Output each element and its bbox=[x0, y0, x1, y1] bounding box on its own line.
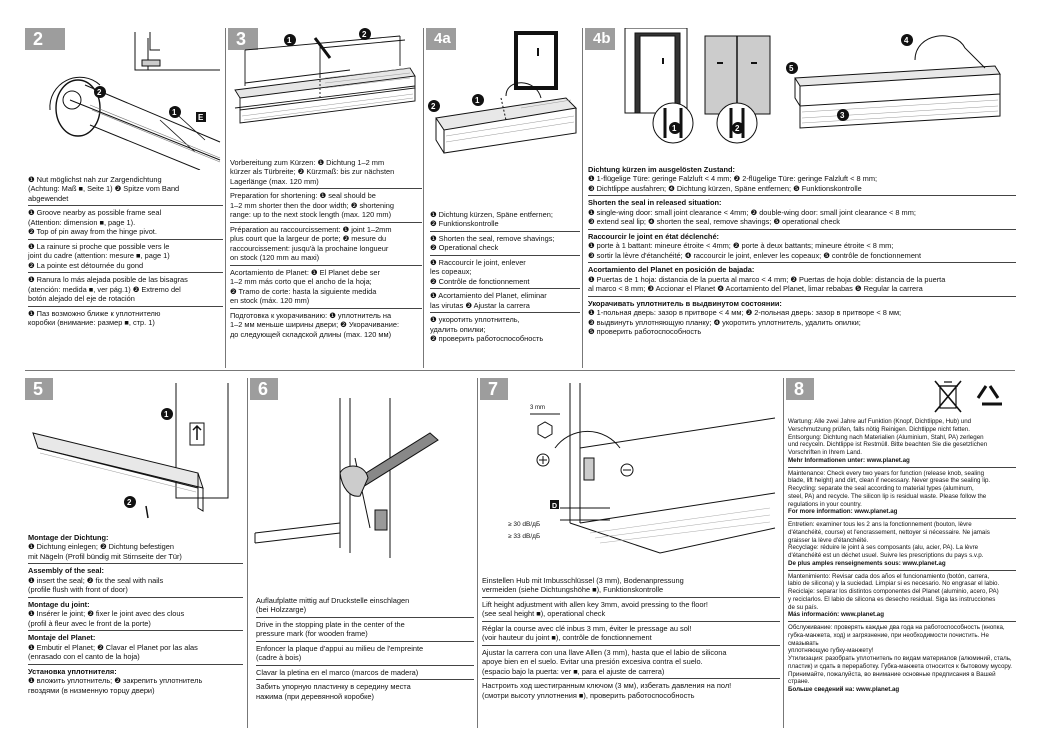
panel-3-text: Vorbereitung zum Kürzen: ❶ Dichtung 1–2 … bbox=[230, 156, 422, 341]
divider bbox=[25, 370, 1015, 371]
text-block-en: ❶ Groove nearby as possible frame seal(A… bbox=[28, 206, 223, 240]
text-block-es: Acortamiento del Planet en posición de b… bbox=[588, 263, 1016, 297]
figure-groove-position: 2 1 E bbox=[49, 32, 221, 170]
step-number-4b: 4b bbox=[585, 28, 615, 50]
text-block-de: ❶ Nut möglichst nah zur Zargendichtung(A… bbox=[28, 173, 223, 207]
text-block-de: Wartung: Alle zwei Jahre auf Funktion (K… bbox=[788, 416, 1016, 468]
step-number-5: 5 bbox=[25, 378, 53, 400]
text-block-en: ❶ Shorten the seal, remove shavings;❷ Op… bbox=[430, 232, 580, 256]
svg-text:2: 2 bbox=[127, 498, 132, 507]
svg-text:E: E bbox=[198, 113, 204, 122]
text-block-ru: Забить упорную пластинку в середину мест… bbox=[256, 682, 411, 701]
text-block-fr: Raccourcir le joint en état déclenché:❶ … bbox=[588, 230, 1016, 264]
panel-4b-text: Dichtung kürzen im ausgelösten Zustand:❶… bbox=[588, 163, 1016, 339]
label-33db: ≥ 33 dB/дБ bbox=[508, 533, 540, 540]
panel-5-text: Montage der Dichtung:❶ Dichtung einlegen… bbox=[28, 531, 243, 697]
svg-text:1: 1 bbox=[164, 410, 169, 419]
text-block-en: Preparation for shortening: ❶ seal shoul… bbox=[230, 189, 422, 223]
svg-text:3: 3 bbox=[840, 111, 845, 120]
svg-text:5: 5 bbox=[789, 64, 794, 73]
svg-text:2: 2 bbox=[735, 124, 740, 133]
svg-text:1: 1 bbox=[172, 108, 177, 117]
text-block-es: Ajustar la carrera con una llave Allen (… bbox=[482, 646, 780, 680]
panel-8-text: Wartung: Alle zwei Jahre auf Funktion (K… bbox=[788, 416, 1016, 696]
step-number-2: 2 bbox=[25, 28, 65, 50]
svg-text:2: 2 bbox=[362, 30, 367, 39]
text-block-en: Assembly of the seal:❶ insert the seal; … bbox=[28, 564, 243, 598]
label-3mm: 3 mm bbox=[530, 405, 545, 411]
step-number-4a: 4a bbox=[426, 28, 456, 50]
text-block-ru: Укорачивать уплотнитель в выдвинутом сос… bbox=[588, 298, 902, 337]
text-block-es: Montaje del Planet:❶ Embutir el Planet; … bbox=[28, 631, 243, 665]
divider bbox=[247, 378, 248, 728]
text-block-es: Mantenimiento: Revisar cada dos años el … bbox=[788, 571, 1016, 622]
text-block-fr: Préparation au raccourcissement: ❶ joint… bbox=[230, 223, 422, 266]
divider bbox=[783, 378, 784, 728]
figure-seal-assembly: 1 2 bbox=[32, 383, 229, 519]
step-number-6: 6 bbox=[250, 378, 278, 400]
panel-2-text: ❶ Nut möglichst nah zur Zargendichtung(A… bbox=[28, 173, 223, 330]
text-block-de: Montage der Dichtung:❶ Dichtung einlegen… bbox=[28, 531, 243, 565]
figure-released-shortening: 1 2 5 3 4 bbox=[624, 28, 1001, 144]
svg-text:2: 2 bbox=[431, 102, 436, 111]
text-block-en: Shorten the seal in released situation:❶… bbox=[588, 196, 1016, 230]
step-number-7: 7 bbox=[480, 378, 508, 400]
recycle-icon bbox=[976, 385, 1002, 406]
svg-text:1: 1 bbox=[672, 124, 677, 133]
svg-text:1: 1 bbox=[287, 36, 292, 45]
text-block-de: Dichtung kürzen im ausgelösten Zustand:❶… bbox=[588, 163, 1016, 197]
text-block-ru: Обслуживание: проверять каждые два года … bbox=[788, 624, 1012, 693]
text-block-de: Vorbereitung zum Kürzen: ❶ Dichtung 1–2 … bbox=[230, 156, 422, 190]
text-block-ru: Подготовка к укорачиванию: ❶ уплотнитель… bbox=[230, 310, 400, 339]
step-number-3: 3 bbox=[228, 28, 258, 50]
label-30db: ≥ 30 dB/дБ bbox=[508, 521, 540, 528]
divider bbox=[582, 28, 583, 368]
svg-text:2: 2 bbox=[97, 88, 102, 97]
svg-text:D: D bbox=[552, 503, 557, 510]
figure-shortening: 1 2 bbox=[234, 28, 416, 124]
text-block-fr: Entretien: examiner tous les 2 ans la fo… bbox=[788, 519, 1016, 571]
panel-4a-text: ❶ Dichtung kürzen, Späne entfernen;❷ Fun… bbox=[430, 208, 580, 346]
text-block-ru: Установка уплотнителя:❶ вложить уплотнит… bbox=[28, 666, 203, 695]
figure-cutting-seal: 1 2 bbox=[428, 31, 578, 154]
svg-text:1: 1 bbox=[475, 96, 480, 105]
panel-6-text: Auflaufplatte mittig auf Druckstelle ein… bbox=[256, 594, 474, 703]
text-block-de: Einstellen Hub mit Imbusschlüssel (3 mm)… bbox=[482, 574, 780, 598]
text-block-en: Drive in the stopping plate in the cente… bbox=[256, 618, 474, 642]
svg-text:4: 4 bbox=[904, 36, 909, 45]
text-block-fr: Montage du joint:❶ Insérer le joint; ❷ f… bbox=[28, 598, 243, 632]
figure-lift-adjustment: D 3 mm ≥ 30 dB/дБ ≥ 33 dB/дБ bbox=[508, 383, 776, 554]
divider bbox=[423, 28, 424, 368]
panel-7-text: Einstellen Hub mit Imbusschlüssel (3 mm)… bbox=[482, 574, 780, 702]
crossed-bin-icon bbox=[934, 380, 962, 413]
text-block-fr: Enfoncer la plaque d'appui au milieu de … bbox=[256, 642, 474, 666]
text-block-de: Auflaufplatte mittig auf Druckstelle ein… bbox=[256, 594, 474, 618]
divider bbox=[225, 28, 226, 368]
text-block-en: Lift height adjustment with allen key 3m… bbox=[482, 598, 780, 622]
text-block-es: Acortamiento de Planet: ❶ El Planet debe… bbox=[230, 266, 422, 309]
text-block-de: ❶ Dichtung kürzen, Späne entfernen;❷ Fun… bbox=[430, 208, 580, 232]
text-block-es: Clavar la pletina en el marco (marcos de… bbox=[256, 666, 474, 681]
figure-stopping-plate bbox=[254, 398, 439, 558]
text-block-fr: ❶ La rainure si proche que possible vers… bbox=[28, 240, 223, 274]
recycling-icons bbox=[934, 380, 1002, 413]
divider bbox=[477, 378, 478, 728]
step-number-8: 8 bbox=[786, 378, 814, 400]
text-block-fr: Réglar la course avec clé inbus 3 mm, év… bbox=[482, 622, 780, 646]
text-block-ru: ❶ укоротить уплотнитель,удалить опилки;❷… bbox=[430, 315, 544, 344]
text-block-ru: Настроить ход шестигранным ключом (3 мм)… bbox=[482, 681, 732, 700]
text-block-es: ❶ Ranura lo más alejada posible de las b… bbox=[28, 273, 223, 307]
text-block-en: Maintenance: Check every two years for f… bbox=[788, 468, 1016, 519]
